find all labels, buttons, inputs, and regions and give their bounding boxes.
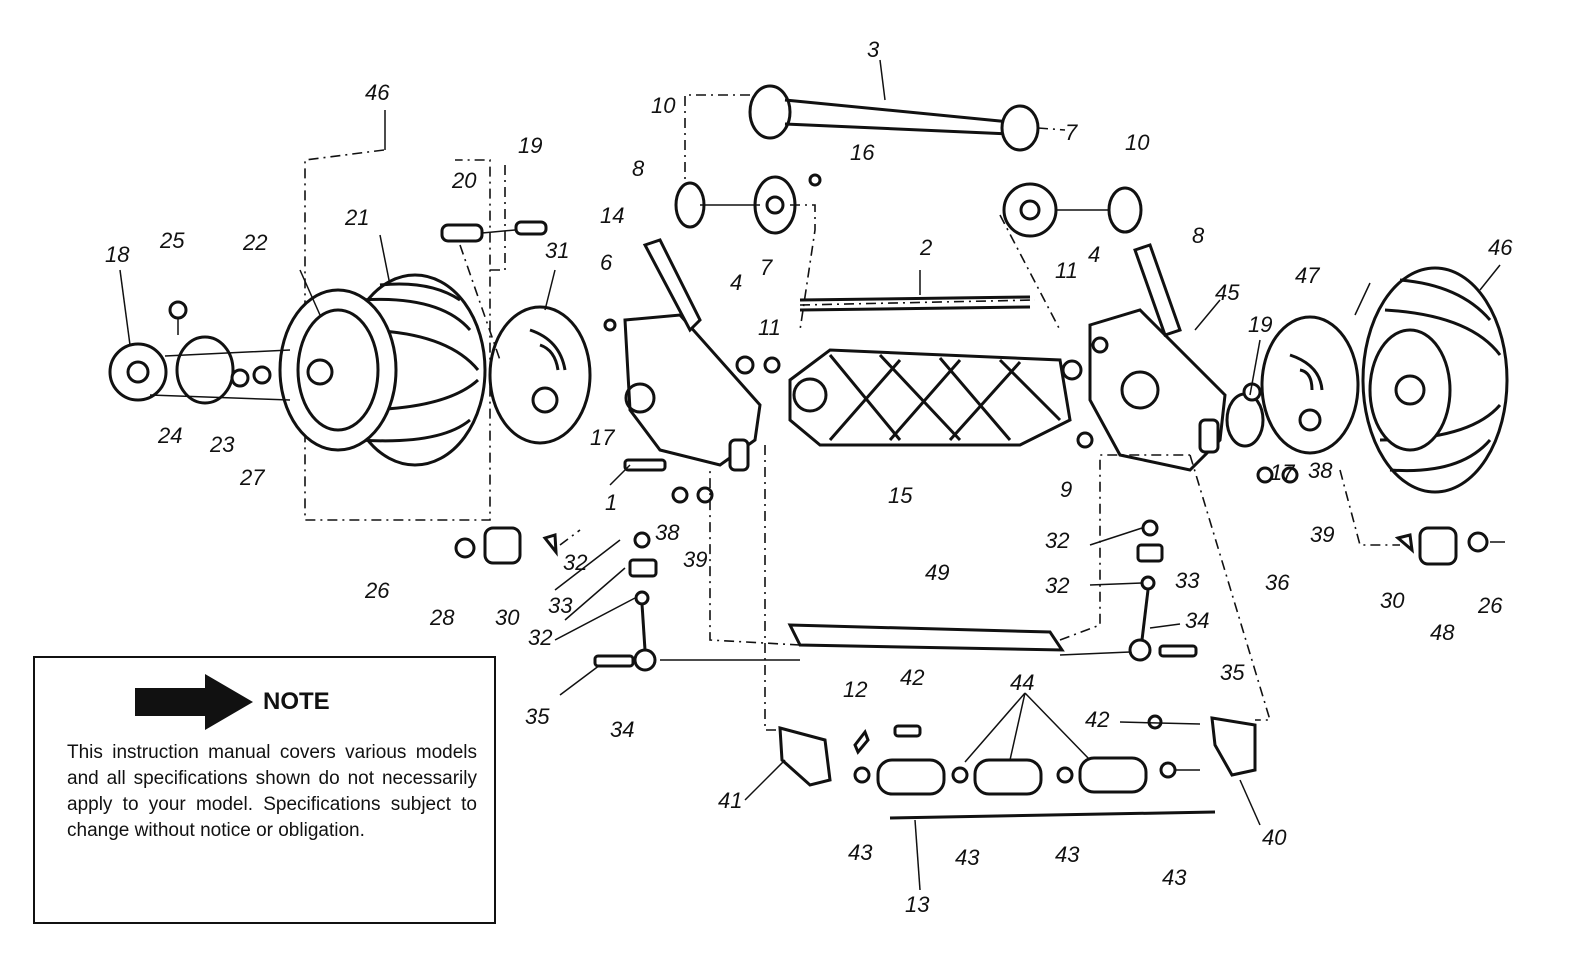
callout-35: 35 bbox=[1220, 660, 1245, 685]
callout-35: 35 bbox=[525, 704, 550, 729]
rear-bar bbox=[709, 454, 1190, 652]
callout-47: 47 bbox=[1295, 263, 1320, 288]
callout-39: 39 bbox=[1310, 522, 1334, 547]
callout-20: 20 bbox=[451, 168, 477, 193]
callout-16: 16 bbox=[850, 140, 875, 165]
callout-12: 12 bbox=[843, 677, 867, 702]
callout-23: 23 bbox=[209, 432, 235, 457]
callout-43: 43 bbox=[955, 845, 980, 870]
callout-9: 9 bbox=[1060, 477, 1072, 502]
note-box: NOTE This instruction manual covers vari… bbox=[33, 656, 496, 924]
callout-11: 11 bbox=[1055, 258, 1078, 283]
callout-4: 4 bbox=[730, 270, 742, 295]
callout-27: 27 bbox=[239, 465, 265, 490]
note-title: NOTE bbox=[263, 688, 330, 715]
leader-lines bbox=[119, 59, 1501, 891]
callout-48: 48 bbox=[1430, 620, 1455, 645]
right-side-plate bbox=[1088, 243, 1299, 484]
callout-4: 4 bbox=[1088, 242, 1100, 267]
callout-30: 30 bbox=[1380, 588, 1405, 613]
callout-40: 40 bbox=[1262, 825, 1287, 850]
left-drum-assembly bbox=[440, 220, 592, 445]
left-wheel-assembly bbox=[108, 149, 506, 521]
height-adjusters bbox=[593, 519, 1198, 672]
callout-32: 32 bbox=[1045, 528, 1069, 553]
callout-38: 38 bbox=[655, 520, 680, 545]
callout-7: 7 bbox=[760, 255, 773, 280]
left-side-plate bbox=[603, 238, 1036, 504]
callout-17: 17 bbox=[1270, 460, 1295, 485]
callout-39: 39 bbox=[683, 547, 707, 572]
top-shaft-assembly bbox=[674, 84, 1143, 331]
callout-19: 19 bbox=[1248, 312, 1272, 337]
callout-42: 42 bbox=[1085, 707, 1109, 732]
callout-2: 2 bbox=[919, 235, 932, 260]
callout-7: 7 bbox=[1065, 120, 1078, 145]
callout-31: 31 bbox=[545, 238, 569, 263]
callout-34: 34 bbox=[1185, 608, 1209, 633]
callout-13: 13 bbox=[905, 892, 930, 917]
callout-8: 8 bbox=[1192, 223, 1205, 248]
callout-46: 46 bbox=[1488, 235, 1513, 260]
callout-26: 26 bbox=[364, 578, 390, 603]
callout-10: 10 bbox=[1125, 130, 1150, 155]
callout-11: 11 bbox=[758, 315, 781, 340]
callout-1: 1 bbox=[605, 490, 617, 515]
note-text: This instruction manual covers various m… bbox=[67, 742, 477, 841]
callout-43: 43 bbox=[1162, 865, 1187, 890]
callout-24: 24 bbox=[157, 423, 182, 448]
callout-42: 42 bbox=[900, 665, 924, 690]
left-hub-parts bbox=[454, 526, 581, 565]
callout-30: 30 bbox=[495, 605, 520, 630]
callout-26: 26 bbox=[1477, 593, 1503, 618]
callout-10: 10 bbox=[651, 93, 676, 118]
callout-44: 44 bbox=[1010, 670, 1034, 695]
callout-43: 43 bbox=[1055, 842, 1080, 867]
callout-labels: 3 7 7 10 10 16 46 46 19 19 20 8 8 14 2 2… bbox=[105, 37, 1513, 917]
callout-28: 28 bbox=[429, 605, 455, 630]
callout-14: 14 bbox=[600, 203, 624, 228]
reel-assembly bbox=[788, 295, 1094, 449]
callout-36: 36 bbox=[1265, 570, 1290, 595]
callout-33: 33 bbox=[1175, 568, 1200, 593]
callout-49: 49 bbox=[925, 560, 949, 585]
callout-45: 45 bbox=[1215, 280, 1240, 305]
callout-34: 34 bbox=[610, 717, 634, 742]
callout-38: 38 bbox=[1308, 458, 1333, 483]
callout-33: 33 bbox=[548, 593, 573, 618]
callout-3: 3 bbox=[867, 37, 880, 62]
callout-32: 32 bbox=[1045, 573, 1069, 598]
callout-17: 17 bbox=[590, 425, 615, 450]
callout-32: 32 bbox=[563, 550, 587, 575]
right-wheel-assembly bbox=[1260, 266, 1509, 566]
callout-25: 25 bbox=[159, 228, 185, 253]
callout-41: 41 bbox=[718, 788, 742, 813]
callout-21: 21 bbox=[344, 205, 369, 230]
callout-8: 8 bbox=[632, 156, 645, 181]
callout-19: 19 bbox=[518, 133, 542, 158]
callout-32: 32 bbox=[528, 625, 552, 650]
callout-22: 22 bbox=[242, 230, 267, 255]
callout-46: 46 bbox=[365, 80, 390, 105]
roller-assembly bbox=[764, 445, 1272, 820]
callout-6: 6 bbox=[600, 250, 613, 275]
callout-15: 15 bbox=[888, 483, 913, 508]
callout-18: 18 bbox=[105, 242, 130, 267]
callout-43: 43 bbox=[848, 840, 873, 865]
right-arrow-icon bbox=[135, 674, 253, 730]
